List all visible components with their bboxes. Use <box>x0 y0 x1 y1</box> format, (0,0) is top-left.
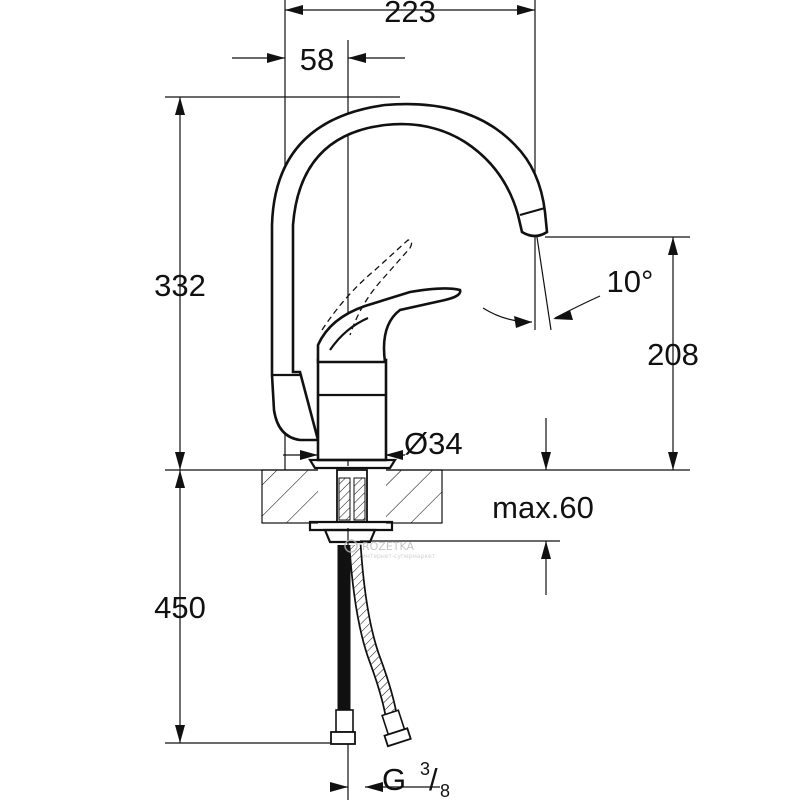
dim-thread-prefix: G <box>382 762 406 797</box>
dim-thread-denominator: 8 <box>440 781 450 800</box>
mounting-hardware <box>308 469 394 544</box>
dim-overall-width: 223 <box>384 0 436 29</box>
dim-spout-offset: 58 <box>300 42 334 77</box>
dimension-labels: 223 58 332 10° 208 Ø34 max.60 450 G 3 / … <box>154 0 699 800</box>
dim-total-height: 332 <box>154 268 206 303</box>
dim-hose-length: 450 <box>154 590 206 625</box>
rozetka-logo-icon <box>344 539 358 553</box>
dim-max-thickness: max.60 <box>492 490 594 525</box>
watermark-brand: ROZETKA <box>362 540 415 553</box>
dim-base-diameter: Ø34 <box>404 426 463 461</box>
rozetka-watermark: ROZETKA интернет-супермаркет <box>344 539 436 560</box>
dim-thread-slash: / <box>429 762 438 797</box>
dim-thread-numerator: 3 <box>420 759 430 779</box>
faucet-body <box>270 102 549 470</box>
dim-outlet-height: 208 <box>647 337 699 372</box>
watermark-tagline: интернет-супермаркет <box>362 553 436 560</box>
supply-hoses <box>330 544 412 748</box>
dim-spout-angle: 10° <box>607 264 654 299</box>
